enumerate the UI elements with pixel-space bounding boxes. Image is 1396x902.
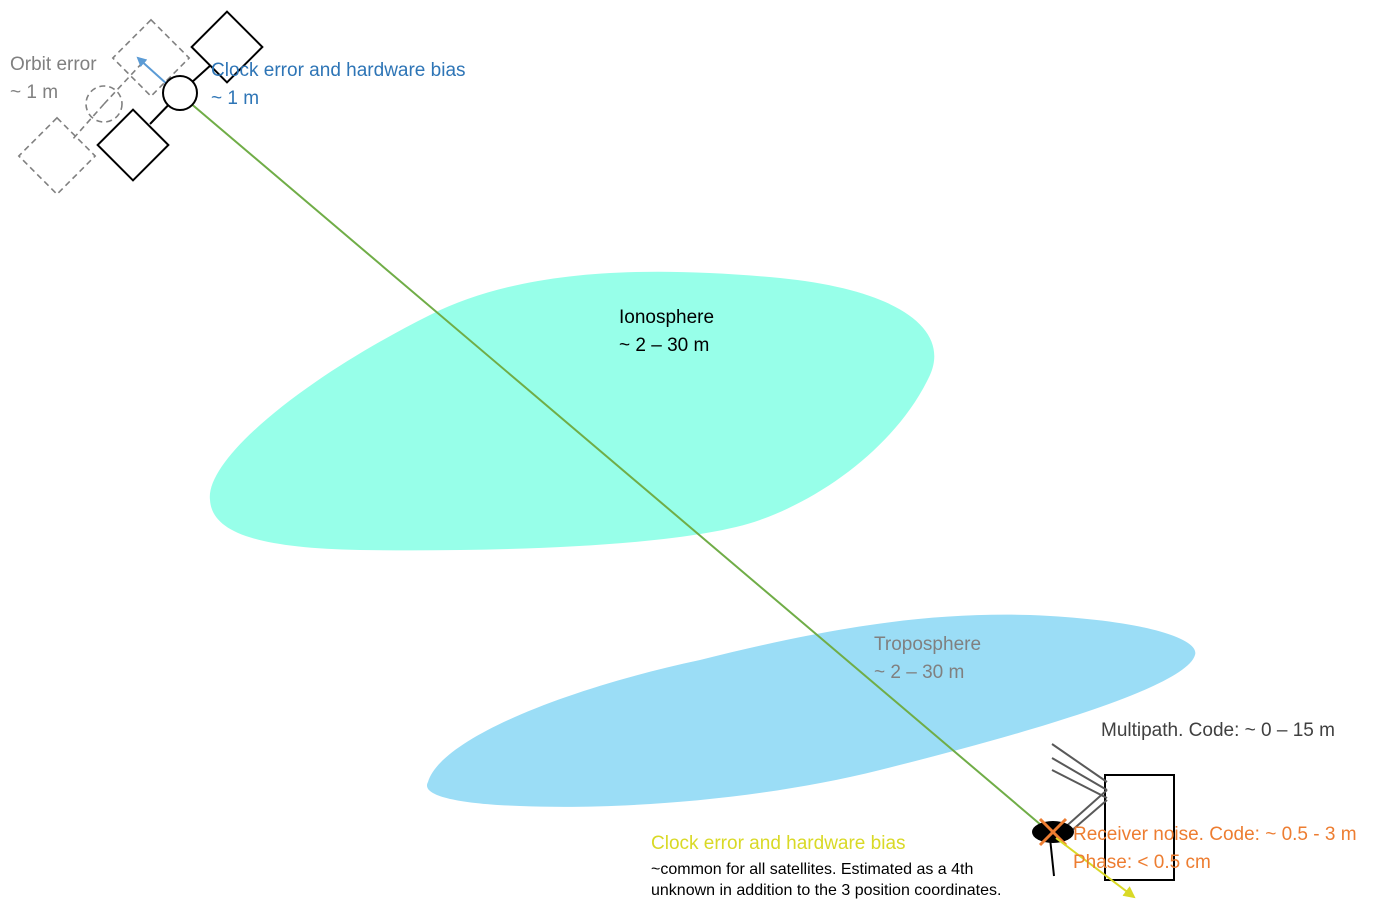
multipath-building	[1104, 774, 1175, 881]
troposphere-title: Troposphere	[874, 634, 982, 655]
receiver-clock-note-line2: unknown in addition to the 3 position co…	[651, 882, 1002, 899]
receiver-clock-arrow	[1055, 837, 1136, 899]
signal-path-line	[181, 95, 1055, 837]
ionosphere-title: Ionosphere	[619, 307, 715, 328]
receiver-antenna	[1032, 821, 1074, 877]
receiver-clock-note-line1: ~common for all satellites. Estimated as…	[651, 861, 974, 878]
multipath-label: Multipath. Code: ~ 0 – 15 m	[1101, 720, 1335, 741]
orbit-error-value: ~ 1 m	[10, 82, 59, 103]
satellite-clock-value: ~ 1 m	[211, 88, 260, 109]
troposphere-cloud	[426, 614, 1196, 807]
multipath-rays	[1051, 743, 1108, 833]
troposphere-value: ~ 2 – 30 m	[874, 662, 965, 683]
satellite-clock-title: Clock error and hardware bias	[211, 60, 466, 81]
orbit-error-title: Orbit error	[10, 54, 97, 75]
receiver-noise-line1: Receiver noise. Code: ~ 0.5 - 3 m	[1073, 824, 1357, 845]
receiver-noise-cross	[1038, 817, 1068, 847]
ghost-satellite	[17, 18, 191, 196]
receiver-noise-line2: Phase: < 0.5 cm	[1073, 852, 1211, 873]
receiver-clock-title: Clock error and hardware bias	[651, 833, 906, 854]
satellite	[96, 10, 264, 182]
ionosphere-value: ~ 2 – 30 m	[619, 335, 710, 356]
ionosphere-cloud	[209, 271, 935, 551]
